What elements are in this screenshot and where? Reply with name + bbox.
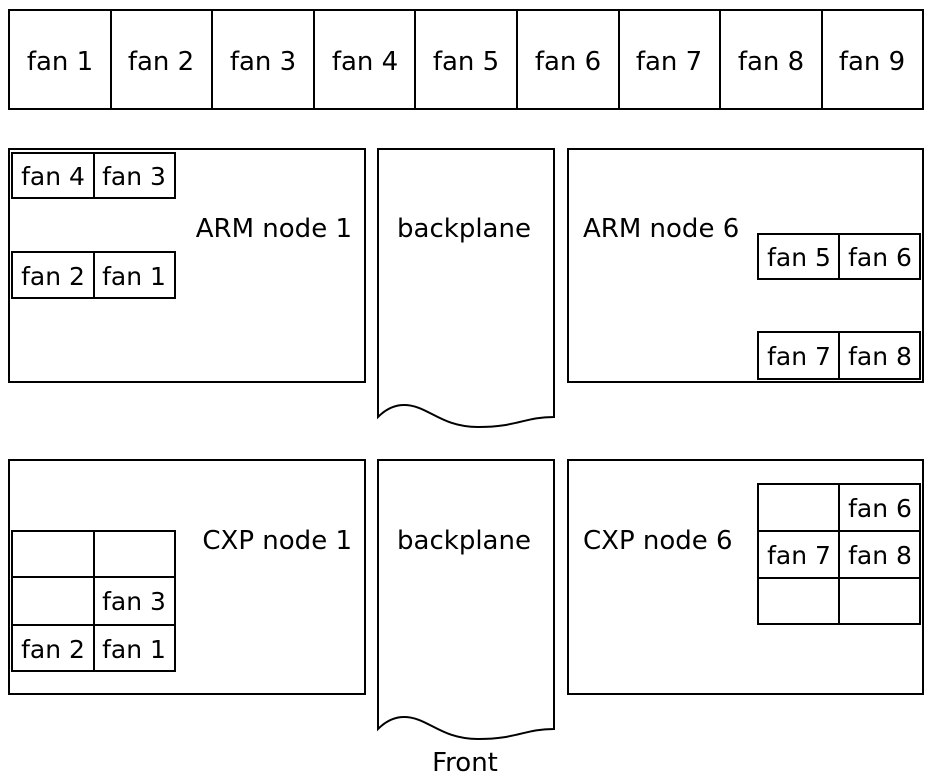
cxp1-fan-cell-empty [11, 576, 95, 626]
arm-node-6: ARM node 6 fan 5 fan 6 fan 7 fan 8 [567, 148, 924, 383]
cxp1-fan-3-label: fan 3 [102, 587, 166, 616]
backplane-lower-label: backplane [397, 526, 531, 556]
arm6-fan-6-label: fan 6 [848, 243, 912, 272]
cxp6-fan-cell-empty [838, 577, 921, 625]
backplane-upper: backplane [377, 148, 555, 429]
top-fan-6-label: fan 6 [535, 47, 601, 77]
arm1-fan-2-label: fan 2 [21, 262, 85, 291]
top-fan-strip: fan 1 fan 2 fan 3 fan 4 fan 5 fan 6 fan … [8, 9, 924, 110]
backplane-upper-shape [377, 148, 555, 429]
arm6-fan-cell [838, 331, 921, 380]
backplane-upper-label: backplane [397, 214, 531, 244]
cxp6-fan-7-label: fan 7 [767, 541, 831, 570]
cxp-node-1: CXP node 1 fan 3 fan 2 fan 1 [8, 459, 366, 695]
top-fan-4-label: fan 4 [332, 47, 398, 77]
arm6-fan-7-label: fan 7 [767, 342, 831, 371]
cxp6-fan-cell [757, 530, 840, 579]
cxp6-fan-cell-empty [757, 577, 840, 625]
cxp1-fan-cell-empty [93, 530, 176, 578]
cxp-node-6-label: CXP node 6 [583, 526, 733, 556]
front-label: Front [432, 748, 498, 778]
arm-node-1: ARM node 1 fan 4 fan 3 fan 2 fan 1 [8, 148, 366, 383]
arm1-fan-4-label: fan 4 [21, 162, 85, 191]
arm-node-1-label: ARM node 1 [196, 214, 352, 244]
arm6-fan-8-label: fan 8 [848, 342, 912, 371]
cxp1-fan-2-label: fan 2 [21, 635, 85, 664]
top-fan-1-label: fan 1 [27, 47, 93, 77]
cxp6-fan-cell-empty [757, 483, 840, 532]
cxp-node-6: CXP node 6 fan 6 fan 7 fan 8 [567, 459, 924, 695]
cxp1-fan-cell [93, 624, 176, 672]
cxp1-fan-1-label: fan 1 [102, 635, 166, 664]
top-fan-9-label: fan 9 [839, 47, 905, 77]
arm1-fan-cell [93, 152, 176, 199]
backplane-lower-shape [377, 459, 555, 741]
arm1-fan-cell [93, 251, 176, 299]
arm6-fan-cell [757, 233, 840, 280]
arm6-fan-5-label: fan 5 [767, 243, 831, 272]
cxp1-fan-cell-empty [11, 530, 95, 578]
arm1-fan-3-label: fan 3 [102, 162, 166, 191]
top-fan-strip-frame [8, 9, 924, 110]
top-fan-5-label: fan 5 [433, 47, 499, 77]
cxp6-fan-8-label: fan 8 [848, 541, 912, 570]
arm-node-6-label: ARM node 6 [583, 214, 739, 244]
top-fan-7-label: fan 7 [636, 47, 702, 77]
cxp6-fan-cell [838, 483, 921, 532]
backplane-lower: backplane [377, 459, 555, 741]
cxp6-fan-cell [838, 530, 921, 579]
arm6-fan-cell [838, 233, 921, 280]
top-fan-8-label: fan 8 [738, 47, 804, 77]
top-fan-2-label: fan 2 [128, 47, 194, 77]
top-fan-3-label: fan 3 [230, 47, 296, 77]
cxp1-fan-cell [11, 624, 95, 672]
cxp6-fan-6-label: fan 6 [848, 494, 912, 523]
cxp-node-1-label: CXP node 1 [202, 526, 352, 556]
arm1-fan-1-label: fan 1 [102, 262, 166, 291]
